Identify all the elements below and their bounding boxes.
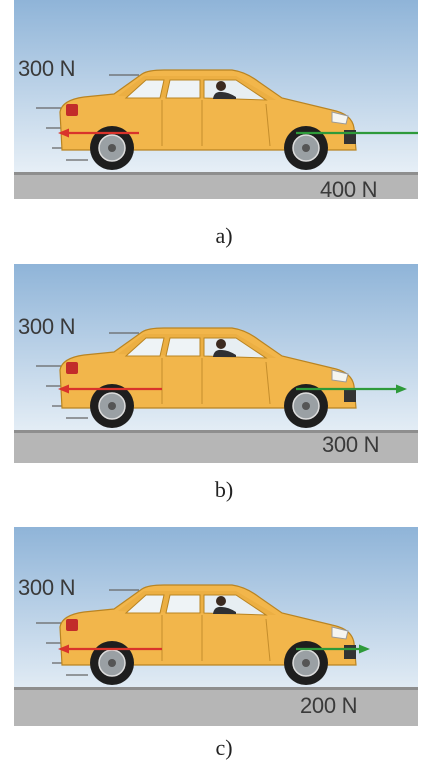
door-line	[265, 103, 271, 147]
road-edge	[14, 687, 418, 690]
left-force-arrowhead	[58, 644, 69, 654]
road-edge	[14, 430, 418, 433]
driver-head	[216, 339, 226, 349]
door-line	[265, 618, 271, 662]
headlight	[331, 626, 349, 640]
force-left-label: 300 N	[18, 575, 76, 600]
right-force-arrowhead	[359, 644, 370, 654]
headlight	[331, 111, 349, 125]
front-grille	[344, 645, 356, 659]
rear-window	[124, 337, 165, 357]
driver-head	[216, 81, 226, 91]
tail-light	[66, 362, 78, 374]
panel-b: 300 N 300 N	[14, 264, 418, 463]
wheel-hub	[108, 659, 116, 667]
rear-window	[124, 594, 165, 614]
force-right-label: 200 N	[300, 693, 358, 718]
left-force-arrowhead	[58, 384, 69, 394]
road-edge	[14, 172, 418, 175]
force-right-label: 400 N	[320, 177, 378, 199]
right-force-arrowhead	[396, 384, 407, 394]
panel-a: 300 N 400 N	[14, 0, 418, 199]
car-scene-b	[14, 264, 418, 463]
driver-head	[216, 596, 226, 606]
car-scene-a	[14, 0, 418, 199]
driver-body	[213, 349, 236, 357]
driver-body	[213, 91, 236, 99]
middle-window	[165, 337, 201, 357]
rear-window	[124, 79, 165, 99]
road	[14, 172, 418, 199]
left-force-arrowhead	[58, 128, 69, 138]
driver-body	[213, 606, 236, 614]
caption-a: a)	[215, 223, 233, 248]
caption-c: c)	[215, 735, 233, 760]
headlight	[331, 369, 349, 383]
caption-b: b)	[214, 477, 234, 502]
tail-light	[66, 104, 78, 116]
wheel-hub	[108, 144, 116, 152]
middle-window	[165, 594, 201, 614]
door-line	[265, 361, 271, 405]
middle-window	[165, 79, 201, 99]
wheel-hub	[302, 659, 310, 667]
wheel-hub	[302, 402, 310, 410]
car-scene-c	[14, 527, 418, 726]
front-grille	[344, 388, 356, 402]
force-left-label: 300 N	[18, 314, 76, 339]
force-right-label: 300 N	[322, 432, 380, 457]
tail-light	[66, 619, 78, 631]
wheel-hub	[108, 402, 116, 410]
force-left-label: 300 N	[18, 56, 76, 81]
road	[14, 687, 418, 726]
road	[14, 430, 418, 463]
panel-c: 300 N 200 N	[14, 527, 418, 726]
wheel-hub	[302, 144, 310, 152]
